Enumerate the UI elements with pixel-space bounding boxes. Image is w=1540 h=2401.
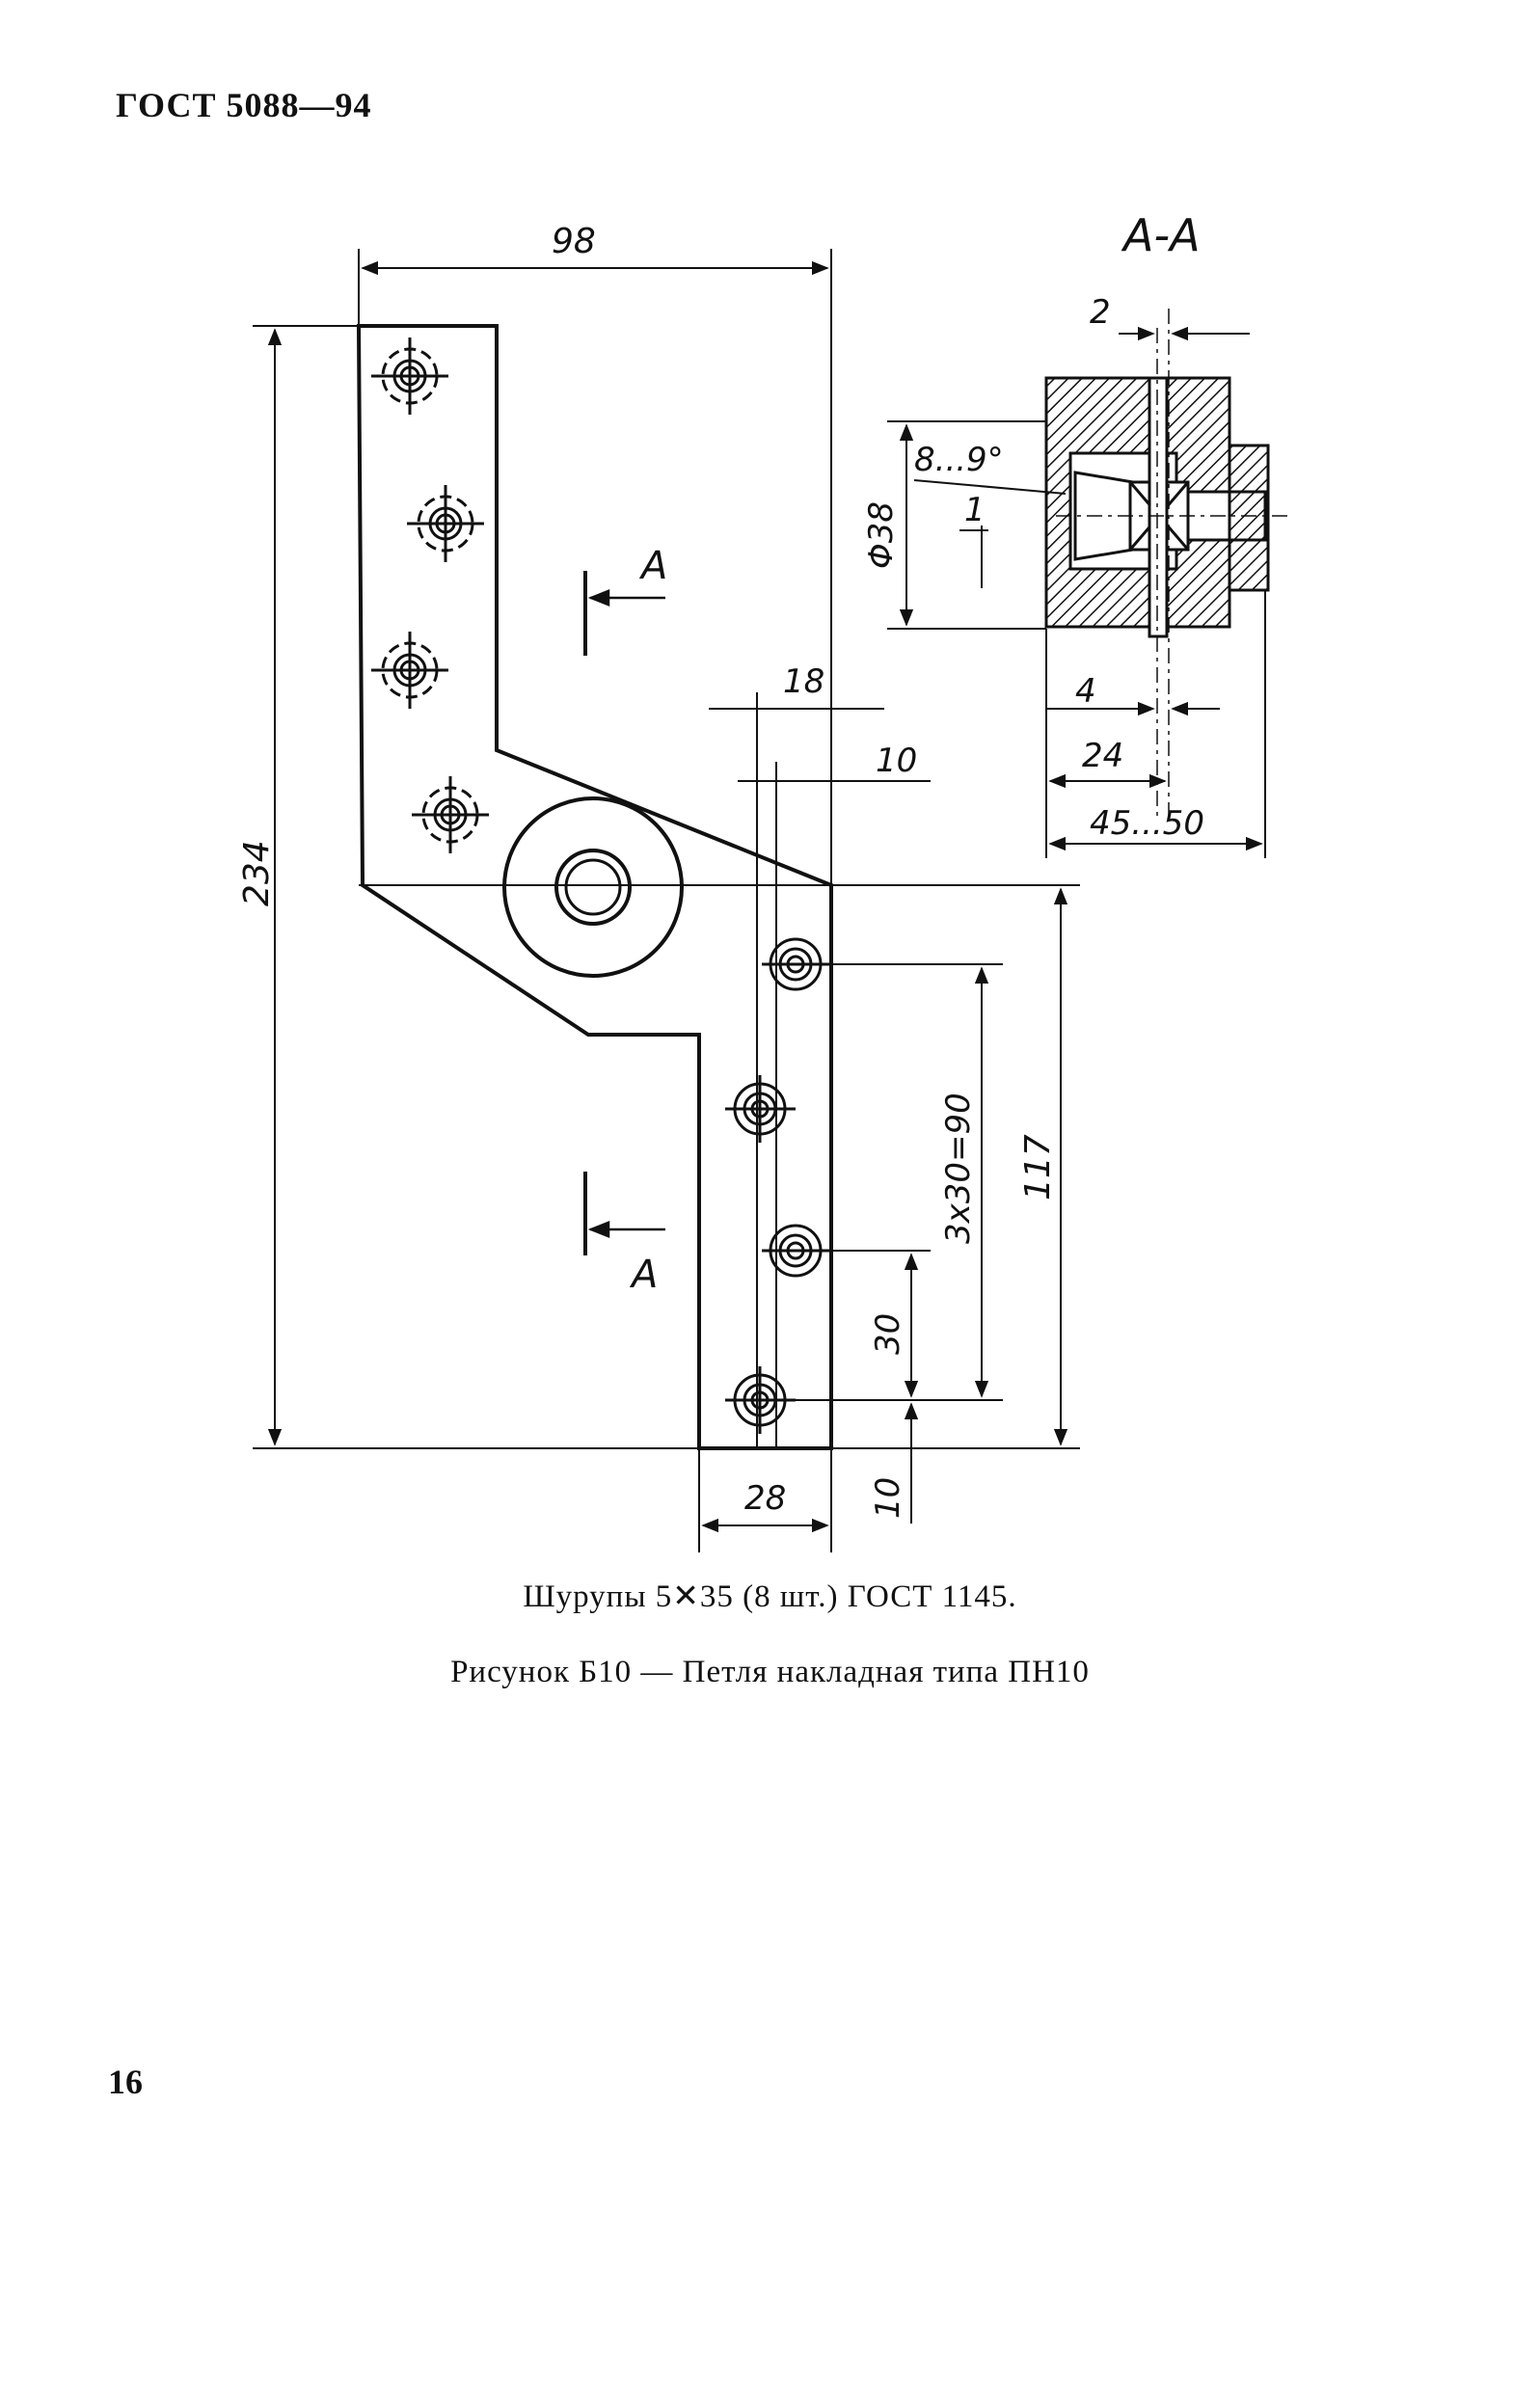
section-marks xyxy=(583,571,665,1255)
dim-117: 117 xyxy=(1018,1134,1058,1200)
section-a-a-view xyxy=(1044,309,1292,820)
sec-dim-2: 2 xyxy=(1090,293,1111,332)
sec-dim-angle: 8...9° xyxy=(914,441,1004,479)
dim-98: 98 xyxy=(552,222,596,261)
figure-caption: Рисунок Б10 — Петля накладная типа ПН10 xyxy=(450,1655,1090,1689)
section-mark-top: А xyxy=(638,544,667,588)
dimension-lines xyxy=(253,249,1080,1552)
sec-dim-1: 1 xyxy=(964,491,986,529)
dim-pitch: 3x30=90 xyxy=(939,1093,978,1244)
section-dimension-lines xyxy=(887,326,1266,858)
screws-caption: Шурупы 5✕35 (8 шт.) ГОСТ 1145. xyxy=(523,1579,1017,1614)
sec-dim-45-50: 45...50 xyxy=(1090,804,1204,843)
sec-dim-4: 4 xyxy=(1075,672,1096,711)
pivot-disc xyxy=(502,796,684,978)
document-header: ГОСТ 5088—94 xyxy=(116,86,372,124)
hinge-outline xyxy=(356,324,833,1450)
screw-holes-lower xyxy=(725,937,831,1434)
section-mark-bottom: А xyxy=(629,1253,658,1297)
dim-234: 234 xyxy=(237,840,277,906)
sec-dim-24: 24 xyxy=(1082,737,1123,775)
dim-10-top: 10 xyxy=(876,742,917,780)
dim-10-bottom: 10 xyxy=(869,1477,907,1519)
dim-28: 28 xyxy=(744,1479,786,1518)
dim-30: 30 xyxy=(869,1313,907,1355)
section-title: А-А xyxy=(1121,209,1201,261)
sec-dim-diameter: Φ38 xyxy=(862,501,901,569)
page-number: 16 xyxy=(108,2063,143,2101)
screw-holes-upper xyxy=(371,337,489,853)
dim-18: 18 xyxy=(783,662,824,701)
